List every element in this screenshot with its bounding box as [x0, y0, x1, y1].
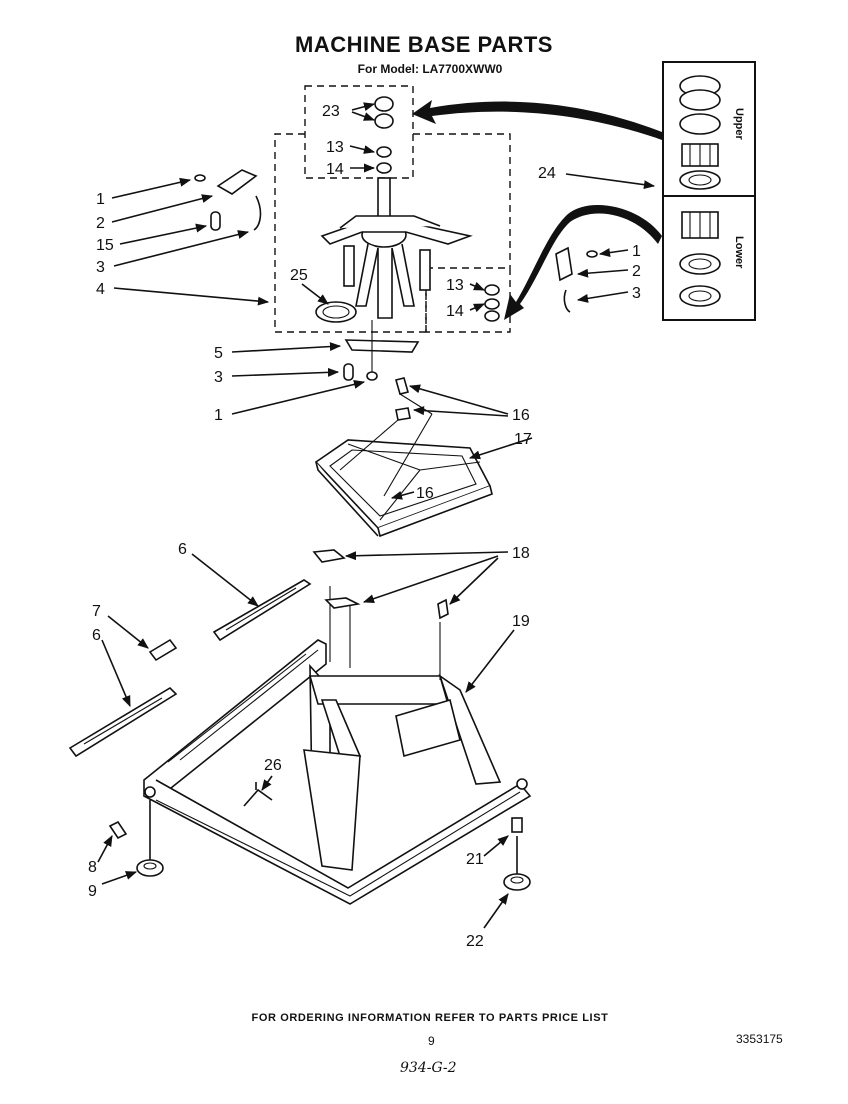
callout-5: 5	[214, 345, 223, 362]
channel-6-upper-icon	[212, 579, 312, 642]
foot-left-icon	[108, 800, 164, 877]
callout-26: 26	[264, 757, 282, 774]
callout-6-lower: 6	[92, 627, 101, 644]
callout-22: 22	[466, 933, 484, 950]
upper-label: Upper	[733, 108, 745, 141]
callout-3-middle: 3	[214, 369, 223, 386]
foot-right-icon	[503, 817, 531, 891]
lower-bearing-icon	[679, 211, 721, 307]
document-number: 3353175	[736, 1032, 783, 1046]
clip-left-icon	[194, 169, 262, 231]
base-frame-19-icon	[143, 586, 532, 905]
page-number: 9	[428, 1034, 435, 1048]
callout-2-left: 2	[96, 215, 105, 232]
callout-1-right: 1	[632, 243, 641, 260]
bearing-inset: Upper Lower	[662, 61, 756, 321]
callout-1-middle: 1	[214, 407, 223, 424]
callout-13-lower: 13	[446, 277, 464, 294]
transmission-support-icon	[320, 177, 473, 319]
bracket-18-icon	[312, 549, 449, 620]
lower-bearing-pointer	[504, 205, 662, 320]
callout-19: 19	[512, 613, 530, 630]
lower-bearing-group-box	[425, 267, 511, 333]
callout-3-left: 3	[96, 259, 105, 276]
upper-bearing-pointer	[412, 100, 662, 140]
upper-bearing-icon	[679, 75, 721, 190]
clip-right-icon	[555, 246, 598, 313]
leader-lines	[97, 102, 656, 929]
handwritten-note: 934-G-2	[400, 1060, 457, 1076]
callout-16-lower: 16	[416, 485, 434, 502]
callout-18: 18	[512, 545, 530, 562]
callout-14-upper: 14	[326, 161, 344, 178]
plug-7-icon	[148, 638, 178, 662]
callout-7: 7	[92, 603, 101, 620]
lower-label: Lower	[733, 236, 745, 269]
callout-1-left: 1	[96, 191, 105, 208]
page-title: MACHINE BASE PARTS	[295, 32, 553, 57]
callout-2-right: 2	[632, 263, 641, 280]
ordering-info-footer: FOR ORDERING INFORMATION REFER TO PARTS …	[251, 1012, 609, 1024]
bearing-13-14-lower-icon	[484, 284, 500, 322]
bearing-23-icon	[374, 96, 394, 129]
support-bracket-5-icon	[343, 320, 420, 381]
callout-16-upper: 16	[512, 407, 530, 424]
upper-bearing-group-box	[304, 85, 414, 179]
model-number: For Model: LA7700XWW0	[357, 62, 503, 76]
callout-14-lower: 14	[446, 303, 464, 320]
callout-13-upper: 13	[326, 139, 344, 156]
callout-25: 25	[290, 267, 308, 284]
callout-21: 21	[466, 851, 484, 868]
callout-17: 17	[514, 431, 532, 448]
bearing-13-14-icon	[376, 146, 392, 174]
callout-4: 4	[96, 281, 105, 298]
tub-support-frame-17-icon	[314, 439, 493, 538]
callout-3-right: 3	[632, 285, 641, 302]
callout-8: 8	[88, 859, 97, 876]
callout-9: 9	[88, 883, 97, 900]
clip-26-icon	[243, 782, 273, 807]
callout-24: 24	[538, 165, 556, 182]
callout-6-upper: 6	[178, 541, 187, 558]
channel-6-lower-icon	[68, 686, 178, 758]
seal-25-icon	[315, 301, 357, 323]
callout-15: 15	[96, 237, 114, 254]
callout-23: 23	[322, 103, 340, 120]
